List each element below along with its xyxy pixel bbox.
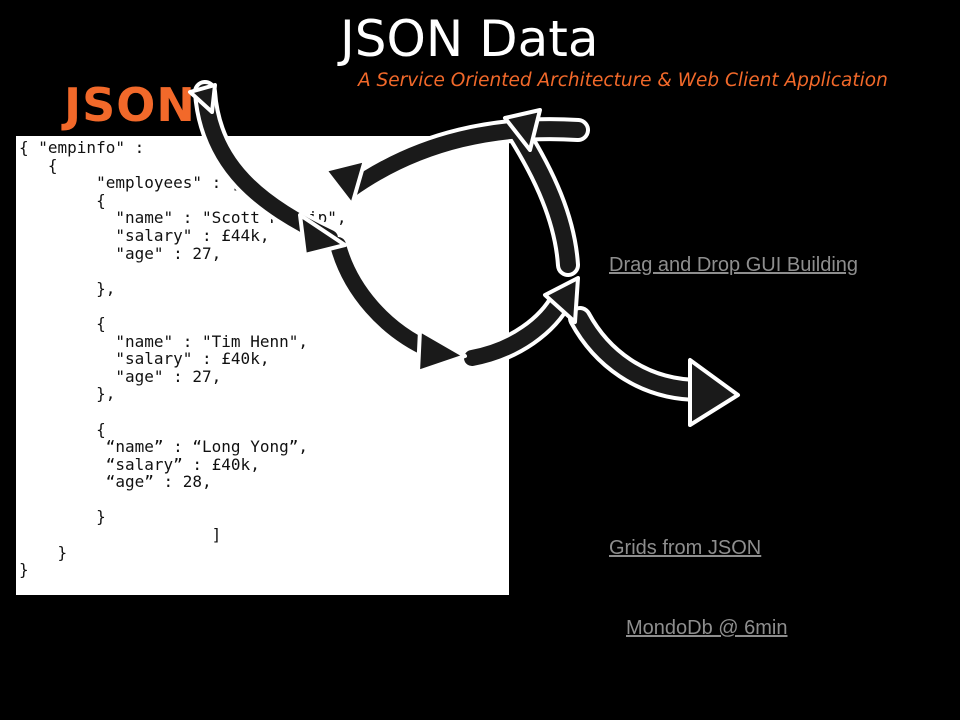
json-code-panel: { "empinfo" : { "employees" : [ { "name"… (16, 136, 509, 595)
drag-drop-gui-link[interactable]: Drag and Drop GUI Building (609, 254, 859, 276)
json-code-text: { "empinfo" : { "employees" : [ { "name"… (19, 138, 347, 580)
slide-title: JSON Data (340, 10, 599, 68)
slide-subtitle: A Service Oriented Architecture & Web Cl… (358, 70, 888, 91)
grids-from-json-link[interactable]: Grids from JSON (609, 537, 762, 559)
mongodb-link[interactable]: MondoDb @ 6min (626, 617, 788, 639)
json-logo: JSON (64, 78, 196, 132)
